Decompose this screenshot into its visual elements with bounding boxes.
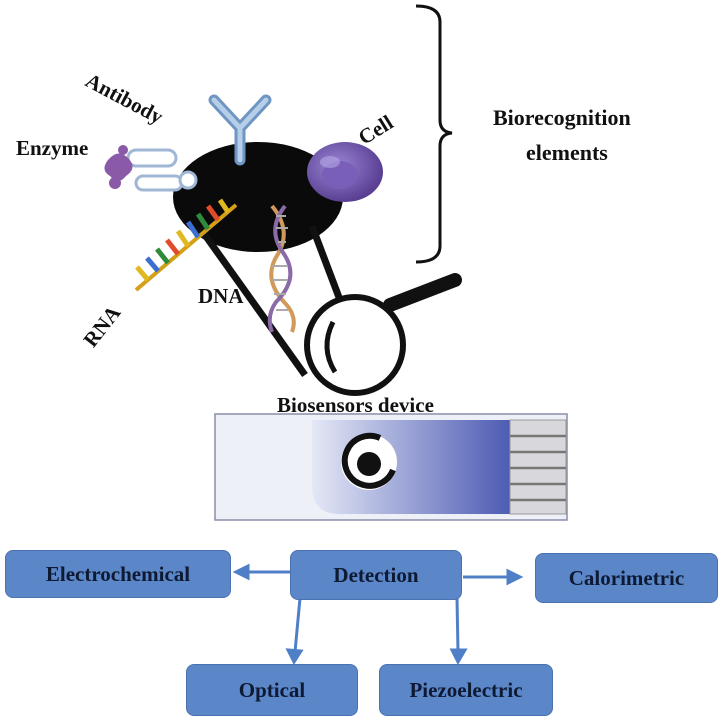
enzyme-icon [104, 145, 198, 192]
dna-helix-icon [267, 204, 296, 333]
label-biorecognition-line1: Biorecognition [493, 105, 631, 130]
electrode-icon [341, 432, 397, 490]
calorimetric-box: Calorimetric [535, 553, 718, 603]
magnifier-line-left [197, 225, 308, 378]
label-enzyme: Enzyme [16, 136, 89, 160]
piezoelectric-box: Piezoelectric [379, 664, 553, 716]
cell-icon [307, 142, 383, 202]
antibody-icon [208, 94, 272, 166]
rna-strand-icon [134, 198, 238, 292]
label-biorecognition-line2: elements [526, 140, 608, 165]
detection-arrows [232, 563, 524, 666]
optical-box: Optical [186, 664, 358, 716]
detection-box: Detection [290, 550, 462, 600]
label-dna: DNA [198, 284, 244, 308]
electrochemical-box: Electrochemical [5, 550, 231, 598]
biosensor-strip [214, 413, 568, 521]
label-biosensors-device: Biosensors device [277, 393, 434, 417]
magnifier-icon [304, 273, 462, 396]
biorecognition-bracket [415, 4, 453, 264]
magnifier-line-right [308, 224, 344, 302]
